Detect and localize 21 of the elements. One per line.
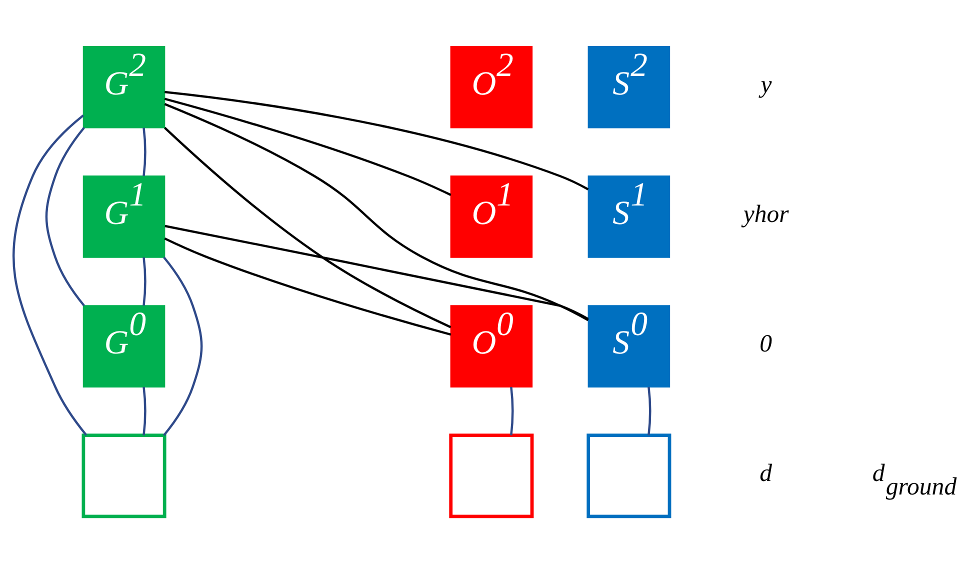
- node-box: [82, 433, 166, 518]
- label: d: [760, 460, 772, 487]
- connector: [164, 90, 589, 190]
- connector: [164, 224, 589, 320]
- connector: [648, 386, 652, 435]
- label: 0: [760, 330, 772, 357]
- connector: [142, 127, 146, 176]
- connector: [163, 256, 203, 436]
- label: yhor: [743, 200, 789, 228]
- connector: [510, 386, 514, 435]
- node-box: [586, 433, 672, 518]
- connector: [12, 114, 88, 436]
- connector: [45, 126, 85, 306]
- connector: [164, 102, 589, 321]
- connector: [164, 126, 452, 328]
- connector: [164, 236, 452, 336]
- connector: [164, 97, 452, 196]
- node-box: [449, 433, 534, 518]
- connector: [142, 386, 146, 435]
- label: y: [760, 70, 772, 98]
- connector: [142, 256, 146, 306]
